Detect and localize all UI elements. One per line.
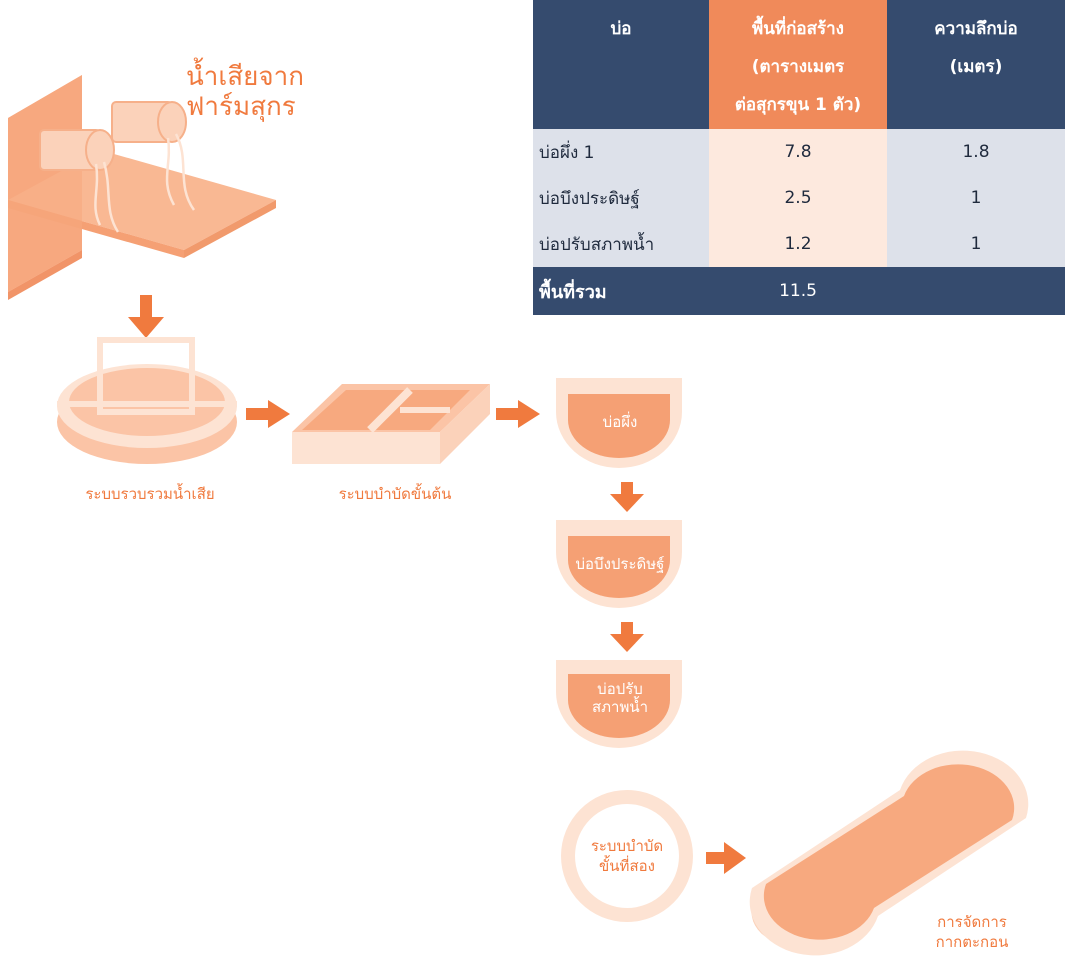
secondary-treatment-ring [561, 790, 693, 922]
pond-label: บ่อผึ่ง [602, 413, 638, 431]
table-cell-depth: 1.8 [887, 129, 1065, 175]
arrow-right-icon [706, 842, 746, 874]
table-cell-pond: บ่อบึงประดิษฐ์ [533, 175, 709, 221]
table-total-label: พื้นที่รวม [533, 267, 709, 315]
collection-tank-illustration [57, 337, 237, 464]
arrow-right-icon [496, 400, 540, 428]
table-cell-pond: บ่อผึ่ง 1 [533, 129, 709, 175]
sludge-drying-bed-illustration [749, 750, 1029, 956]
table-header-pond: บ่อ [533, 0, 709, 129]
arrow-down-icon [610, 482, 644, 512]
arrow-down-icon [128, 295, 164, 338]
stabilization-pond-shape [556, 378, 682, 468]
table-cell-pond: บ่อปรับสภาพน้ำ [533, 221, 709, 267]
pond-label: บ่อบึงประดิษฐ์ [575, 555, 665, 573]
collection-label: ระบบรวบรวมน้ำเสีย [85, 485, 215, 503]
table-cell-area: 2.5 [709, 175, 887, 221]
table-cell-depth: 1 [887, 221, 1065, 267]
secondary-label: ระบบบำบัด ขั้นที่สอง [590, 837, 664, 875]
table-row: บ่อผึ่ง 1 7.8 1.8 [533, 129, 1065, 175]
table-header-area: พื้นที่ก่อสร้าง (ตารางเมตร ต่อสุกรขุน 1 … [709, 0, 887, 129]
sludge-label: การจัดการ กากตะกอน [935, 913, 1009, 951]
farm-wastewater-illustration [8, 75, 276, 300]
pretreatment-tank-illustration [292, 384, 490, 464]
polishing-pond-shape [556, 660, 682, 748]
constructed-wetland-pond-shape [556, 520, 682, 608]
table-cell-area: 7.8 [709, 129, 887, 175]
table-total-empty [887, 267, 1065, 315]
pond-label: บ่อปรับ สภาพน้ำ [591, 680, 649, 716]
pond-spec-table: บ่อ พื้นที่ก่อสร้าง (ตารางเมตร ต่อสุกรขุ… [533, 0, 1065, 315]
table-cell-area: 1.2 [709, 221, 887, 267]
source-label: น้ำเสียจาก ฟาร์มสุกร [186, 62, 304, 122]
table-row: บ่อปรับสภาพน้ำ 1.2 1 [533, 221, 1065, 267]
table-total-row: พื้นที่รวม 11.5 [533, 267, 1065, 315]
table-row: บ่อบึงประดิษฐ์ 2.5 1 [533, 175, 1065, 221]
arrow-right-icon [246, 400, 290, 428]
table-total-value: 11.5 [709, 267, 887, 315]
arrow-down-icon [610, 622, 644, 652]
pretreatment-label: ระบบบำบัดขั้นต้น [338, 485, 452, 503]
table-header-depth: ความลึกบ่อ (เมตร) [887, 0, 1065, 129]
table-cell-depth: 1 [887, 175, 1065, 221]
